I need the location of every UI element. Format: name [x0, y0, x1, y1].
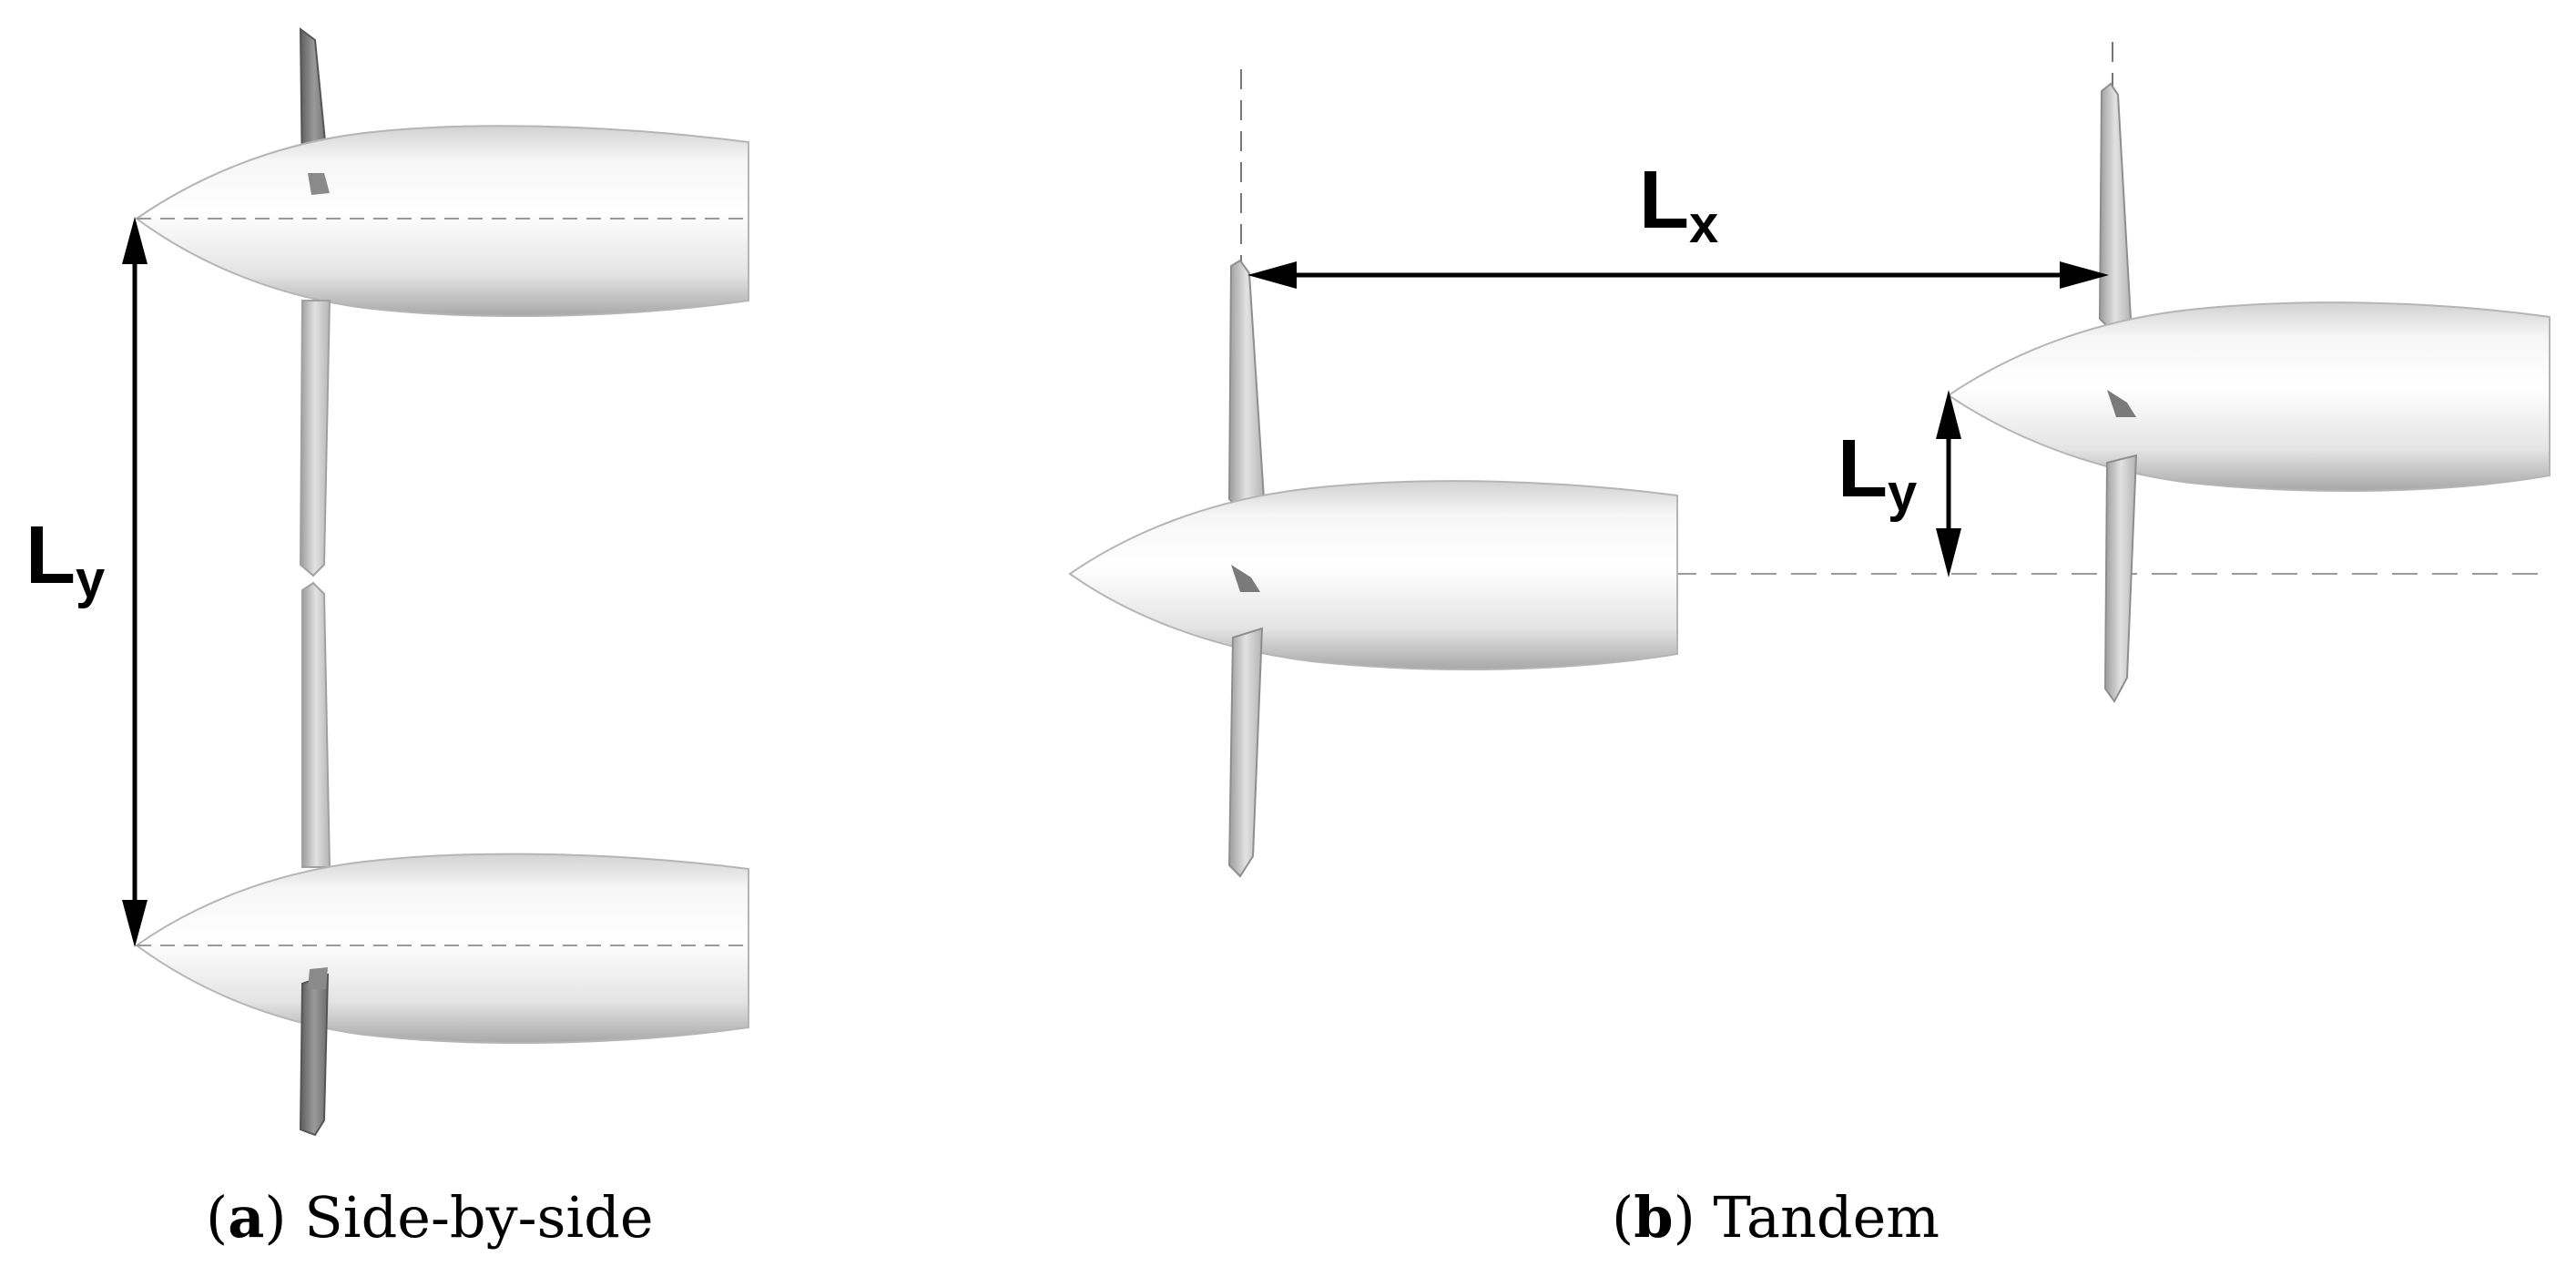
front-hub-stub — [1231, 565, 1260, 592]
rear-propeller-blade-lower — [2103, 454, 2138, 703]
front-propeller-blade-upper — [1227, 259, 1266, 512]
tandem-ly-arrowhead-bottom — [1936, 528, 1961, 577]
panel-b-tag: b — [1634, 1184, 1674, 1251]
tandem-ly-label: Ly — [1838, 424, 1917, 523]
panel-b-caption-text: Tandem — [1713, 1184, 1940, 1251]
rear-nacelle — [1947, 301, 2551, 492]
tandem-lx-arrowhead-left — [1247, 261, 1297, 289]
panel-b-tandem: Lx Ly — [1068, 42, 2551, 878]
panel-a-tag: a — [228, 1184, 265, 1251]
side-by-side-ly-arrowhead-bottom — [122, 900, 148, 947]
tandem-lx-arrowhead-right — [2060, 261, 2109, 289]
top-left-hub-stub — [308, 173, 330, 195]
bottom-left-nacelle — [135, 853, 749, 1045]
bottom-left-propeller-blade-upper — [301, 581, 331, 868]
side-by-side-ly-arrowhead-top — [122, 217, 148, 264]
bottom-left-propeller-blade-lower — [299, 973, 330, 1137]
tandem-lx-label: Lx — [1639, 155, 1718, 254]
panel-a-caption-text: Side-by-side — [304, 1184, 654, 1251]
front-propeller-blade-lower — [1227, 627, 1264, 878]
front-nacelle — [1068, 480, 1678, 671]
panel-b-caption: (b) Tandem — [1612, 1184, 1940, 1251]
top-left-nacelle — [135, 125, 749, 318]
rear-hub-stub — [2107, 390, 2136, 417]
bottom-left-hub-stub — [308, 967, 328, 989]
panel-a-caption: (a) Side-by-side — [206, 1184, 654, 1251]
top-left-propeller-blade-lower — [299, 300, 331, 577]
tandem-ly-arrowhead-top — [1936, 390, 1961, 439]
side-by-side-ly-label: Ly — [25, 510, 105, 609]
panel-a-side-by-side: Ly — [25, 26, 749, 1137]
rear-propeller-blade-upper — [2098, 82, 2133, 330]
